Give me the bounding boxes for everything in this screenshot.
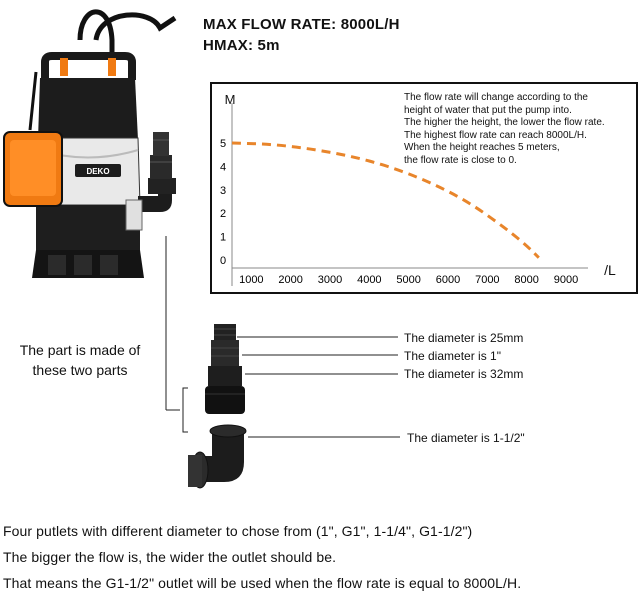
parts-made-of-label: The part is made of these two parts [0, 340, 160, 380]
footer-line-3: That means the G1-1/2" outlet will be us… [3, 575, 522, 591]
adapter-fitting [205, 324, 245, 414]
x-tick-label: 3000 [318, 274, 342, 286]
made-of-line-2: these two parts [32, 362, 128, 378]
diameter-25mm: The diameter is 25mm [404, 331, 524, 345]
x-tick-label: 6000 [436, 274, 460, 286]
connector-lines [165, 236, 400, 438]
x-tick-label: 2000 [278, 274, 302, 286]
y-tick-label: 0 [220, 255, 226, 267]
pump-cable [77, 9, 115, 70]
x-tick-label: 4000 [357, 274, 381, 286]
pump-brand: DEKO [86, 167, 109, 176]
made-of-line-1: The part is made of [19, 342, 141, 358]
footer-line-1: Four putlets with different diameter to … [3, 523, 473, 539]
max-flow-rate: MAX FLOW RATE: 8000L/H [203, 16, 400, 33]
footer-line-2: The bigger the flow is, the wider the ou… [3, 549, 337, 565]
annotation-line: The highest flow rate can reach 8000L/H. [404, 129, 587, 141]
elbow-fitting [188, 424, 247, 489]
pump-cable-2 [93, 12, 177, 41]
x-tick-label: 7000 [475, 274, 499, 286]
x-tick-label: 1000 [239, 274, 263, 286]
y-tick-label: 3 [220, 185, 226, 197]
x-tick-label: 8000 [514, 274, 538, 286]
x-tick-labels: 1000 2000 3000 4000 5000 6000 7000 8000 9000 [239, 274, 578, 286]
hmax-spec: HMAX: 5m [203, 37, 280, 54]
y-tick-label: 2 [220, 208, 226, 220]
annotation-line: the flow rate is close to 0. [404, 154, 517, 166]
chart-frame [210, 82, 638, 294]
annotation-line: height of water that put the pump into. [404, 104, 572, 116]
diameter-32mm: The diameter is 32mm [404, 367, 524, 381]
annotation-line: The higher the height, the lower the flo… [404, 117, 605, 129]
y-tick-label: 4 [220, 161, 226, 173]
x-tick-label: 9000 [554, 274, 578, 286]
chart-annotation: The flow rate will change according to t… [404, 92, 640, 168]
diameter-1-1-2in: The diameter is 1-1/2" [407, 431, 525, 445]
annotation-line: When the height reaches 5 meters, [404, 142, 560, 154]
pump-image: DEKO [3, 9, 177, 278]
y-tick-label: 1 [220, 232, 226, 244]
y-tick-labels: 0 1 2 3 4 5 [220, 138, 226, 267]
float-cable [28, 71, 38, 131]
x-unit-label: /L [604, 262, 616, 278]
y-unit-label: M [225, 92, 236, 107]
diameter-1in: The diameter is 1" [404, 349, 501, 363]
x-tick-label: 5000 [396, 274, 420, 286]
y-tick-label: 5 [220, 138, 226, 150]
annotation-line: The flow rate will change according to t… [404, 92, 588, 103]
flow-chart: M /L 0 1 2 3 4 5 1000 2000 3000 4000 5000 6000 7000… [220, 92, 616, 286]
